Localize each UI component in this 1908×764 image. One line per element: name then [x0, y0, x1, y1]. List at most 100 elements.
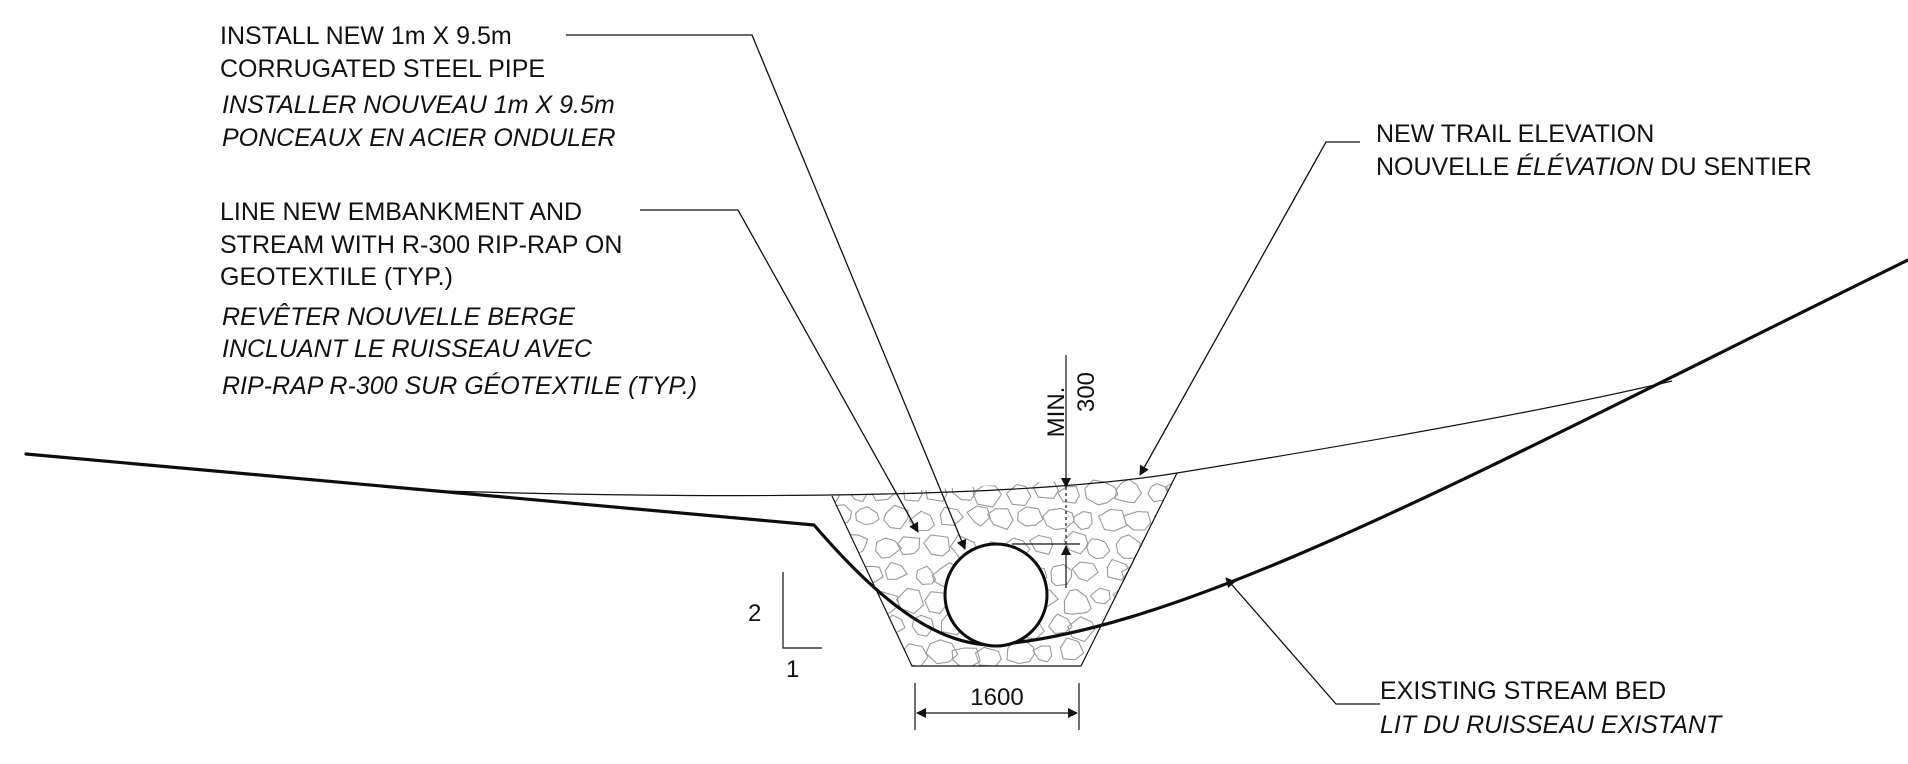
riprap-stone	[1178, 509, 1204, 529]
riprap-stone	[1056, 485, 1081, 504]
riprap-stone	[1162, 530, 1177, 556]
riprap-stone	[846, 478, 870, 503]
slope-run: 1	[786, 656, 799, 683]
riprap-stone	[1147, 612, 1177, 639]
riprap-note-leader	[640, 209, 919, 533]
riprap-stone	[1147, 482, 1170, 503]
riprap-stone	[1164, 479, 1177, 500]
cover-dimension: MIN. 300	[1012, 355, 1100, 588]
riprap-stone	[1042, 507, 1075, 531]
riprap-stone	[1067, 616, 1096, 643]
riprap-stone	[872, 643, 903, 666]
stream-note-leader	[1225, 577, 1380, 705]
riprap-stone	[1123, 510, 1152, 531]
riprap-stone	[1128, 616, 1154, 639]
riprap-stone	[1156, 559, 1177, 584]
stream-note-en: EXISTING STREAM BED	[1380, 677, 1666, 705]
riprap-stone	[832, 642, 842, 663]
riprap-stone	[895, 587, 925, 615]
trail-note: NEW TRAIL ELEVATION NOUVELLE ÉLÉVATION D…	[1376, 120, 1812, 181]
riprap-stone	[1017, 506, 1044, 527]
slope-rise: 2	[748, 600, 761, 627]
riprap-stone	[855, 613, 884, 638]
riprap-stone	[1138, 641, 1164, 664]
pipe-note-fr-line1: INSTALLER NOUVEAU 1m X 9.5m	[222, 91, 615, 119]
riprap-stone	[855, 506, 880, 526]
existing-stream-bed-line	[24, 258, 1908, 647]
bottom-width-value: 1600	[970, 684, 1023, 711]
slope-indicator: 2 1	[748, 572, 822, 683]
riprap-stone	[1063, 530, 1089, 555]
riprap-note-fr-line1: REVÊTER NOUVELLE BERGE	[222, 302, 575, 331]
riprap-note-en-line1: LINE NEW EMBANKMENT AND	[220, 198, 582, 226]
riprap-stone	[1106, 558, 1130, 581]
riprap-stone	[1059, 637, 1085, 661]
riprap-stone	[1115, 534, 1141, 559]
riprap-stone	[951, 479, 976, 501]
stream-note: EXISTING STREAM BED LIT DU RUISSEAU EXIS…	[1380, 677, 1723, 739]
pipe-note: INSTALL NEW 1m X 9.5m CORRUGATED STEEL P…	[220, 22, 616, 152]
riprap-stone	[911, 614, 935, 637]
riprap-stone	[1050, 564, 1073, 587]
riprap-stone	[1071, 561, 1099, 582]
corrugated-steel-pipe	[943, 542, 1049, 648]
riprap-stone	[1085, 538, 1111, 560]
riprap-stone	[1032, 645, 1053, 663]
riprap-stone	[899, 643, 929, 666]
riprap-note-en-line2: STREAM WITH R-300 RIP-RAP ON	[220, 231, 622, 259]
cover-dimension-value: 300	[1073, 372, 1100, 412]
riprap-note-en-line3: GEOTEXTILE (TYP.)	[220, 263, 453, 291]
riprap-stone	[972, 484, 1003, 508]
riprap-stone	[1112, 587, 1140, 610]
riprap-stone	[846, 588, 873, 611]
trail-note-fr-italic: ÉLÉVATION	[1516, 152, 1654, 181]
riprap-stone	[939, 506, 964, 526]
excavation-outline	[831, 472, 1178, 667]
riprap-stone	[832, 587, 840, 608]
trail-note-en: NEW TRAIL ELEVATION	[1376, 120, 1654, 148]
riprap-stone	[884, 561, 909, 580]
riprap-stone	[1005, 483, 1032, 507]
riprap-note: LINE NEW EMBANKMENT AND STREAM WITH R-30…	[220, 198, 697, 400]
riprap-stone	[951, 647, 981, 666]
riprap-note-fr-line3: RIP-RAP R-300 SUR GÉOTEXTILE (TYP.)	[222, 371, 697, 400]
new-trail-elevation-line	[441, 380, 1673, 497]
riprap-stone	[1063, 588, 1092, 615]
bottom-width-dimension: 1600	[914, 683, 1080, 730]
riprap-stone	[915, 565, 937, 585]
riprap-stone	[986, 508, 1014, 531]
riprap-stone	[1089, 587, 1111, 605]
cover-dimension-label: MIN.	[1043, 387, 1070, 438]
trail-note-leader	[1139, 141, 1360, 476]
riprap-stone	[1006, 638, 1035, 665]
pipe-note-leader	[566, 34, 967, 550]
pipe-note-en-line1: INSTALL NEW 1m X 9.5m	[220, 22, 512, 50]
riprap-stone	[832, 484, 842, 503]
riprap-stone	[875, 537, 903, 559]
riprap-stone	[1084, 479, 1119, 506]
riprap-stone	[966, 505, 991, 527]
riprap-note-fr-line2: INCLUANT LE RUISSEAU AVEC	[222, 335, 593, 363]
riprap-stone	[847, 643, 872, 666]
riprap-stone	[908, 510, 936, 532]
riprap-stone	[1090, 645, 1115, 665]
riprap-stone	[1114, 478, 1142, 504]
stream-note-fr: LIT DU RUISSEAU EXISTANT	[1380, 711, 1723, 739]
riprap-stone	[923, 534, 951, 557]
riprap-stone	[1032, 477, 1060, 499]
trail-note-fr: NOUVELLE ÉLÉVATION DU SENTIER	[1376, 152, 1812, 181]
riprap-stone	[1073, 511, 1093, 531]
riprap-stone	[868, 480, 899, 502]
riprap-stone	[1186, 621, 1209, 638]
riprap-stone	[974, 646, 1002, 666]
riprap-stone	[835, 561, 857, 582]
riprap-stone	[1117, 646, 1141, 664]
riprap-stone	[832, 619, 854, 639]
riprap-stone	[1098, 508, 1128, 532]
riprap-stone	[896, 536, 921, 556]
riprap-stone	[1141, 533, 1169, 557]
pipe-note-fr-line2: PONCEAUX EN ACIER ONDULER	[222, 124, 616, 152]
riprap-stone	[925, 639, 959, 665]
riprap-stone	[1178, 566, 1202, 585]
